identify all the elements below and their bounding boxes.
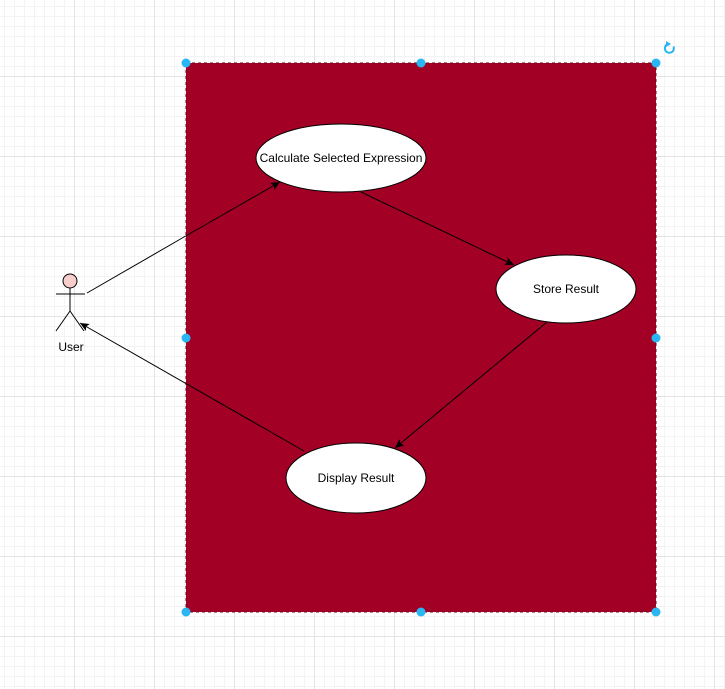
resize-handle-left[interactable] xyxy=(181,333,191,343)
actor-right-leg xyxy=(69,310,85,332)
actor-label: User xyxy=(58,340,83,354)
use-case-ellipse xyxy=(255,123,427,193)
use-case-label: Display Result xyxy=(318,471,395,485)
rotate-icon[interactable] xyxy=(663,41,675,54)
resize-handle-bottom-right[interactable] xyxy=(651,607,661,617)
use-case-label: Calculate Selected Expression xyxy=(260,151,423,165)
actor-user[interactable]: User xyxy=(55,273,85,354)
use-case-label: Store Result xyxy=(533,282,600,296)
resize-handle-top-right[interactable] xyxy=(651,58,661,68)
use-case-ellipse xyxy=(495,254,637,324)
use-case-display[interactable]: Display Result xyxy=(285,442,427,514)
resize-handle-top-left[interactable] xyxy=(181,58,191,68)
resize-handle-bottom-left[interactable] xyxy=(181,607,191,617)
connector-store-to-display[interactable] xyxy=(394,321,548,449)
resize-handle-right[interactable] xyxy=(651,333,661,343)
resize-handle-top[interactable] xyxy=(416,58,426,68)
actor-left-leg xyxy=(55,310,71,332)
connectors xyxy=(79,181,548,452)
connector-display-to-user[interactable] xyxy=(79,322,305,452)
selection-handles xyxy=(181,58,661,617)
use-case-store[interactable]: Store Result xyxy=(495,254,637,324)
connector-user-to-calculate[interactable] xyxy=(86,181,281,294)
resize-handle-bottom[interactable] xyxy=(416,607,426,617)
connector-calculate-to-store[interactable] xyxy=(360,191,515,266)
system-boundary[interactable] xyxy=(185,62,657,613)
actor-head xyxy=(62,273,78,289)
use-case-ellipse xyxy=(285,442,427,514)
use-case-calculate[interactable]: Calculate Selected Expression xyxy=(255,123,427,193)
